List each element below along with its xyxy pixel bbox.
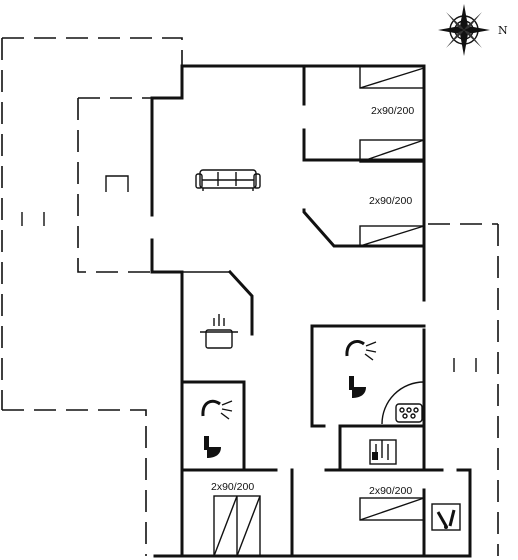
bed-4 xyxy=(359,497,425,521)
beds xyxy=(213,65,425,557)
compass-north-label: N xyxy=(498,24,508,37)
shower-icon xyxy=(345,340,377,361)
bed-label-3: 2x90/200 xyxy=(211,481,254,493)
sofa-icon xyxy=(195,169,261,191)
compass-rose-icon xyxy=(438,4,490,56)
cooking-pot-icon xyxy=(200,314,238,349)
bed-label-2: 2x90/200 xyxy=(369,195,412,207)
bed-3 xyxy=(359,225,425,247)
bed-1 xyxy=(359,65,425,89)
bed-5 xyxy=(213,495,261,557)
toilet-icon xyxy=(349,376,366,398)
bed-label-4: 2x90/200 xyxy=(369,485,412,497)
bed-label-1: 2x90/200 xyxy=(371,105,414,117)
bed-2 xyxy=(359,139,425,163)
sauna-icon xyxy=(369,439,397,465)
whirlpool-icon xyxy=(381,381,425,425)
shower-icon xyxy=(201,399,233,420)
washing-machine-icon xyxy=(431,503,461,531)
toilet-icon xyxy=(204,436,221,458)
